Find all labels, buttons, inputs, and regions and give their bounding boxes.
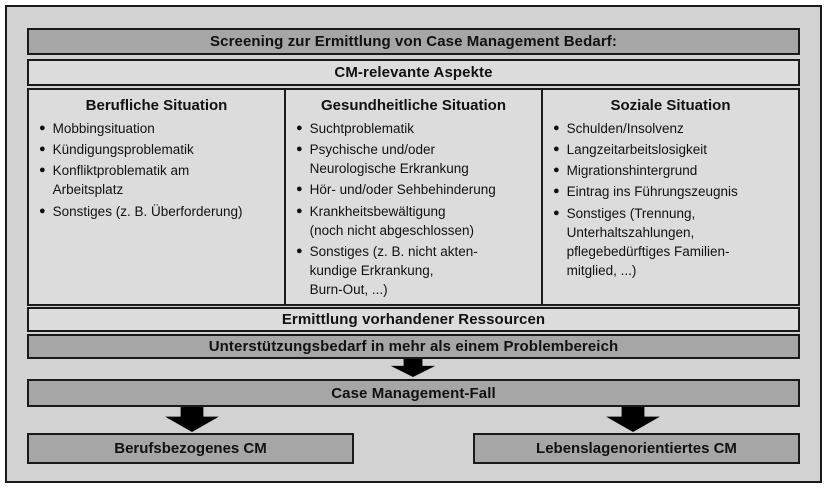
bedarf-box: Unterstützungsbedarf in mehr als einem P…	[27, 334, 800, 359]
bullet-icon: ●	[296, 204, 303, 217]
column-header: Gesundheitliche Situation	[320, 97, 507, 114]
bedarf-label: Unterstützungsbedarf in mehr als einem P…	[208, 338, 619, 355]
bullet-icon: ●	[553, 185, 560, 198]
bullet-icon: ●	[39, 204, 46, 217]
list-item-text: Konfliktproblematik am Arbeitsplatz	[52, 163, 190, 198]
list-item-text: Sonstiges (Trennung, Unterhaltszahlungen…	[566, 205, 730, 279]
down-arrow-icon	[389, 359, 437, 377]
list-item: ● Sonstiges (Trennung, Unterhaltszahlunge…	[549, 204, 792, 281]
list-item: ● Sonstiges (z. B. Überforderung)	[35, 202, 278, 221]
list-item-text: Schulden/Insolvenz	[566, 121, 684, 136]
bullet-list: ●Mobbingsituation●Kündigungsproblematik●…	[35, 119, 278, 221]
list-item: ● Sonstiges (z. B. nicht akten- kundige E…	[292, 242, 535, 299]
bullet-icon: ●	[39, 143, 46, 156]
list-item-text: Psychische und/oder Neurologische Erkran…	[309, 142, 469, 177]
down-arrow-icon	[163, 407, 221, 432]
list-item-text: Hör- und/oder Sehbehinderung	[309, 182, 496, 198]
bullet-icon: ●	[296, 122, 303, 134]
column-gesundheitliche-situation: Gesundheitliche Situation ● Suchtproblema…	[284, 90, 541, 304]
list-item-text: Migrationshintergrund	[566, 163, 698, 179]
bullet-icon: ●	[553, 122, 560, 134]
column-berufliche-situation: Berufliche Situation ● Mobbingsituation ● K…	[29, 90, 284, 304]
list-item-text: Suchtproblematik	[309, 121, 414, 136]
title-box: Screening zur Ermittlung von Case Manage…	[27, 28, 800, 55]
list-item: ● Langzeitarbeitslosigkeit	[549, 140, 792, 159]
diagram-title: Screening zur Ermittlung von Case Manage…	[210, 33, 617, 50]
list-item-text: Eintrag ins Führungszeugnis	[566, 184, 738, 200]
ressourcen-label: Ermittlung vorhandener Ressourcen	[281, 311, 546, 328]
ressourcen-box: Ermittlung vorhandener Ressourcen	[27, 307, 800, 332]
bullet-icon: ●	[553, 206, 560, 219]
list-item: ● Psychische und/oder Neurologische Erkra…	[292, 140, 535, 178]
list-item: ● Hör- und/oder Sehbehinderung	[292, 180, 535, 199]
bullet-icon: ●	[39, 122, 46, 134]
bullet-icon: ●	[39, 164, 46, 177]
list-item-text: Sonstiges (z. B. Überforderung)	[52, 203, 243, 219]
list-item: ● Suchtproblematik	[292, 119, 535, 138]
aspects-heading: CM-relevante Aspekte	[334, 64, 493, 81]
list-item-text: Krankheitsbewältigung (noch nicht abgesc…	[309, 203, 475, 238]
bullet-list: ● Suchtproblematik ● Psychische und/oder Ne…	[292, 119, 535, 299]
list-item-text: Kündigungsproblematik	[52, 142, 194, 158]
case-label: Case Management-Fall	[331, 384, 496, 402]
column-soziale-situation: Soziale Situation ● Schulden/Insolvenz ● La…	[541, 90, 798, 304]
bullet-icon: ●	[553, 164, 560, 177]
aspects-box: CM-relevante Aspekte	[27, 59, 800, 86]
column-header: Soziale Situation	[610, 97, 731, 114]
outcome-box-lebenslagenorientiert: Lebenslagenorientiertes CM	[473, 433, 800, 464]
aspects-columns: Berufliche Situation ● Mobbingsituation ● K…	[27, 88, 800, 306]
list-item: ● Mobbingsituation	[35, 119, 278, 138]
list-item: ● Krankheitsbewältigung (noch nicht abges…	[292, 202, 535, 240]
bullet-icon: ●	[296, 244, 303, 257]
list-item: ● Schulden/Insolvenz	[549, 119, 792, 138]
bullet-list: ● Schulden/Insolvenz ● Langzeitarbeitslosig…	[549, 119, 792, 280]
list-item-text: Langzeitarbeitslosigkeit	[566, 142, 707, 158]
list-item: ● Migrationshintergrund	[549, 161, 792, 180]
bullet-icon: ●	[296, 143, 303, 156]
list-item: ● Kündigungsproblematik	[35, 140, 278, 159]
bullet-icon: ●	[553, 143, 560, 156]
list-item-text: Mobbingsituation	[52, 121, 155, 136]
list-item-text: Sonstiges (z. B. nicht akten- kundige Er…	[309, 243, 478, 298]
outcome-box-berufsbezogen: Berufsbezogenes CM	[27, 433, 354, 464]
case-box: Case Management-Fall	[27, 379, 800, 407]
bullet-icon: ●	[296, 183, 303, 196]
down-arrow-icon	[604, 407, 662, 432]
outcome-right-label: Lebenslagenorientiertes CM	[536, 440, 737, 457]
column-header: Berufliche Situation	[85, 97, 228, 114]
list-item: ● Eintrag ins Führungszeugnis	[549, 182, 792, 201]
outcome-left-label: Berufsbezogenes CM	[114, 440, 267, 457]
list-item: ● Konfliktproblematik am Arbeitsplatz	[35, 161, 278, 199]
